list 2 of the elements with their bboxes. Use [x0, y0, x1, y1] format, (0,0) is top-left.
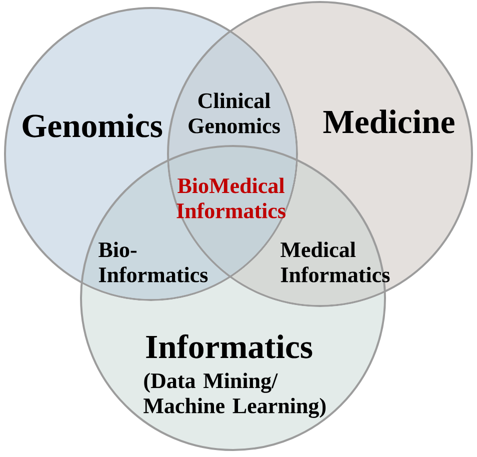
overlap-label: Clinical Genomics — [188, 92, 280, 134]
overlap-label: BioMedical Informatics — [176, 178, 286, 218]
